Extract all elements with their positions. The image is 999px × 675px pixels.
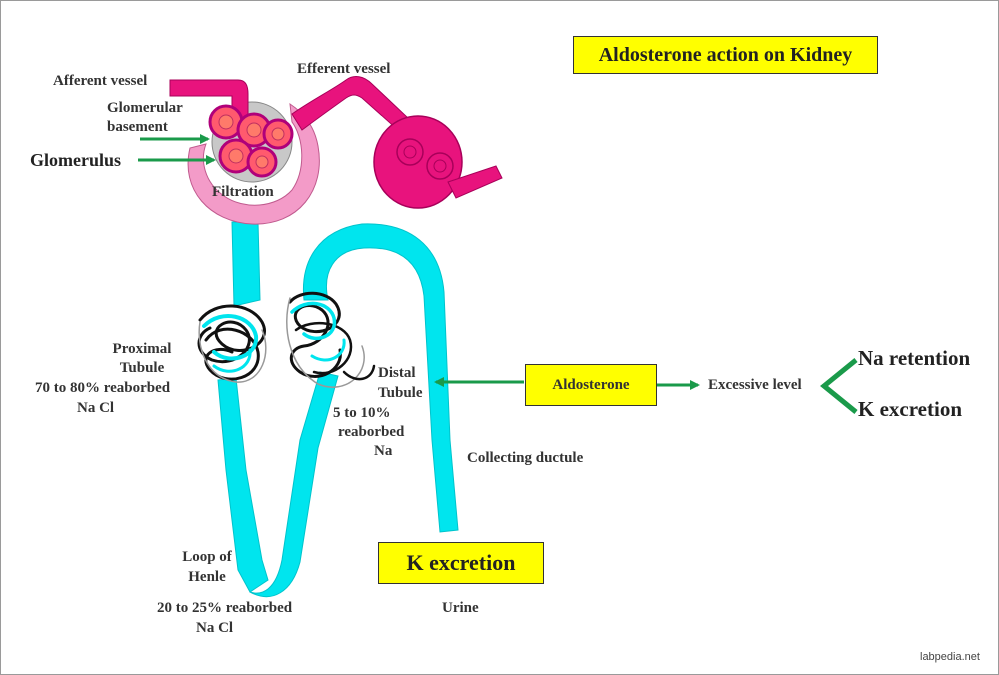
urine-label: Urine [442, 600, 479, 616]
efferent-vessel [291, 76, 503, 209]
distal-label-4: reaborbed [338, 424, 405, 440]
pointer-arrows [138, 134, 700, 390]
loop-label-4: Na Cl [196, 620, 234, 636]
proximal-label-2: Tubule [119, 360, 165, 376]
distal-label-1: Distal [378, 365, 416, 381]
excessive-level-label: Excessive level [708, 377, 802, 393]
proximal-label-4: Na Cl [77, 400, 115, 416]
diagram-title: Aldosterone action on Kidney [573, 36, 878, 74]
distal-label-2: Tubule [378, 385, 423, 401]
proximal-label-1: Proximal [112, 341, 172, 357]
distal-label-3: 5 to 10% [333, 405, 391, 421]
efferent-vessel-label: Efferent vessel [297, 61, 391, 77]
afferent-vessel-label: Afferent vessel [53, 73, 148, 89]
glomerulus-label: Glomerulus [30, 150, 122, 170]
distal-label-5: Na [374, 443, 393, 459]
proximal-label-3: 70 to 80% reaborbed [35, 380, 171, 396]
glomerular-basement-label-2: basement [107, 119, 168, 135]
source-credit: labpedia.net [920, 651, 980, 663]
distal-convolution [286, 291, 376, 388]
loop-label-1: Loop of [182, 549, 232, 565]
renal-tubule [217, 221, 459, 598]
aldosterone-box: Aldosterone [525, 364, 657, 406]
loop-label-2: Henle [188, 569, 226, 585]
effect-bracket [820, 358, 858, 414]
k-excretion-label: K excretion [858, 397, 962, 421]
loop-label-3: 20 to 25% reaborbed [157, 600, 293, 616]
collecting-ductule-label: Collecting ductule [467, 450, 584, 466]
k-excretion-box: K excretion [378, 542, 544, 584]
glomerular-basement-label-1: Glomerular [107, 100, 183, 116]
na-retention-label: Na retention [858, 346, 971, 370]
proximal-convolution [197, 304, 267, 383]
filtration-label: Filtration [212, 184, 274, 200]
